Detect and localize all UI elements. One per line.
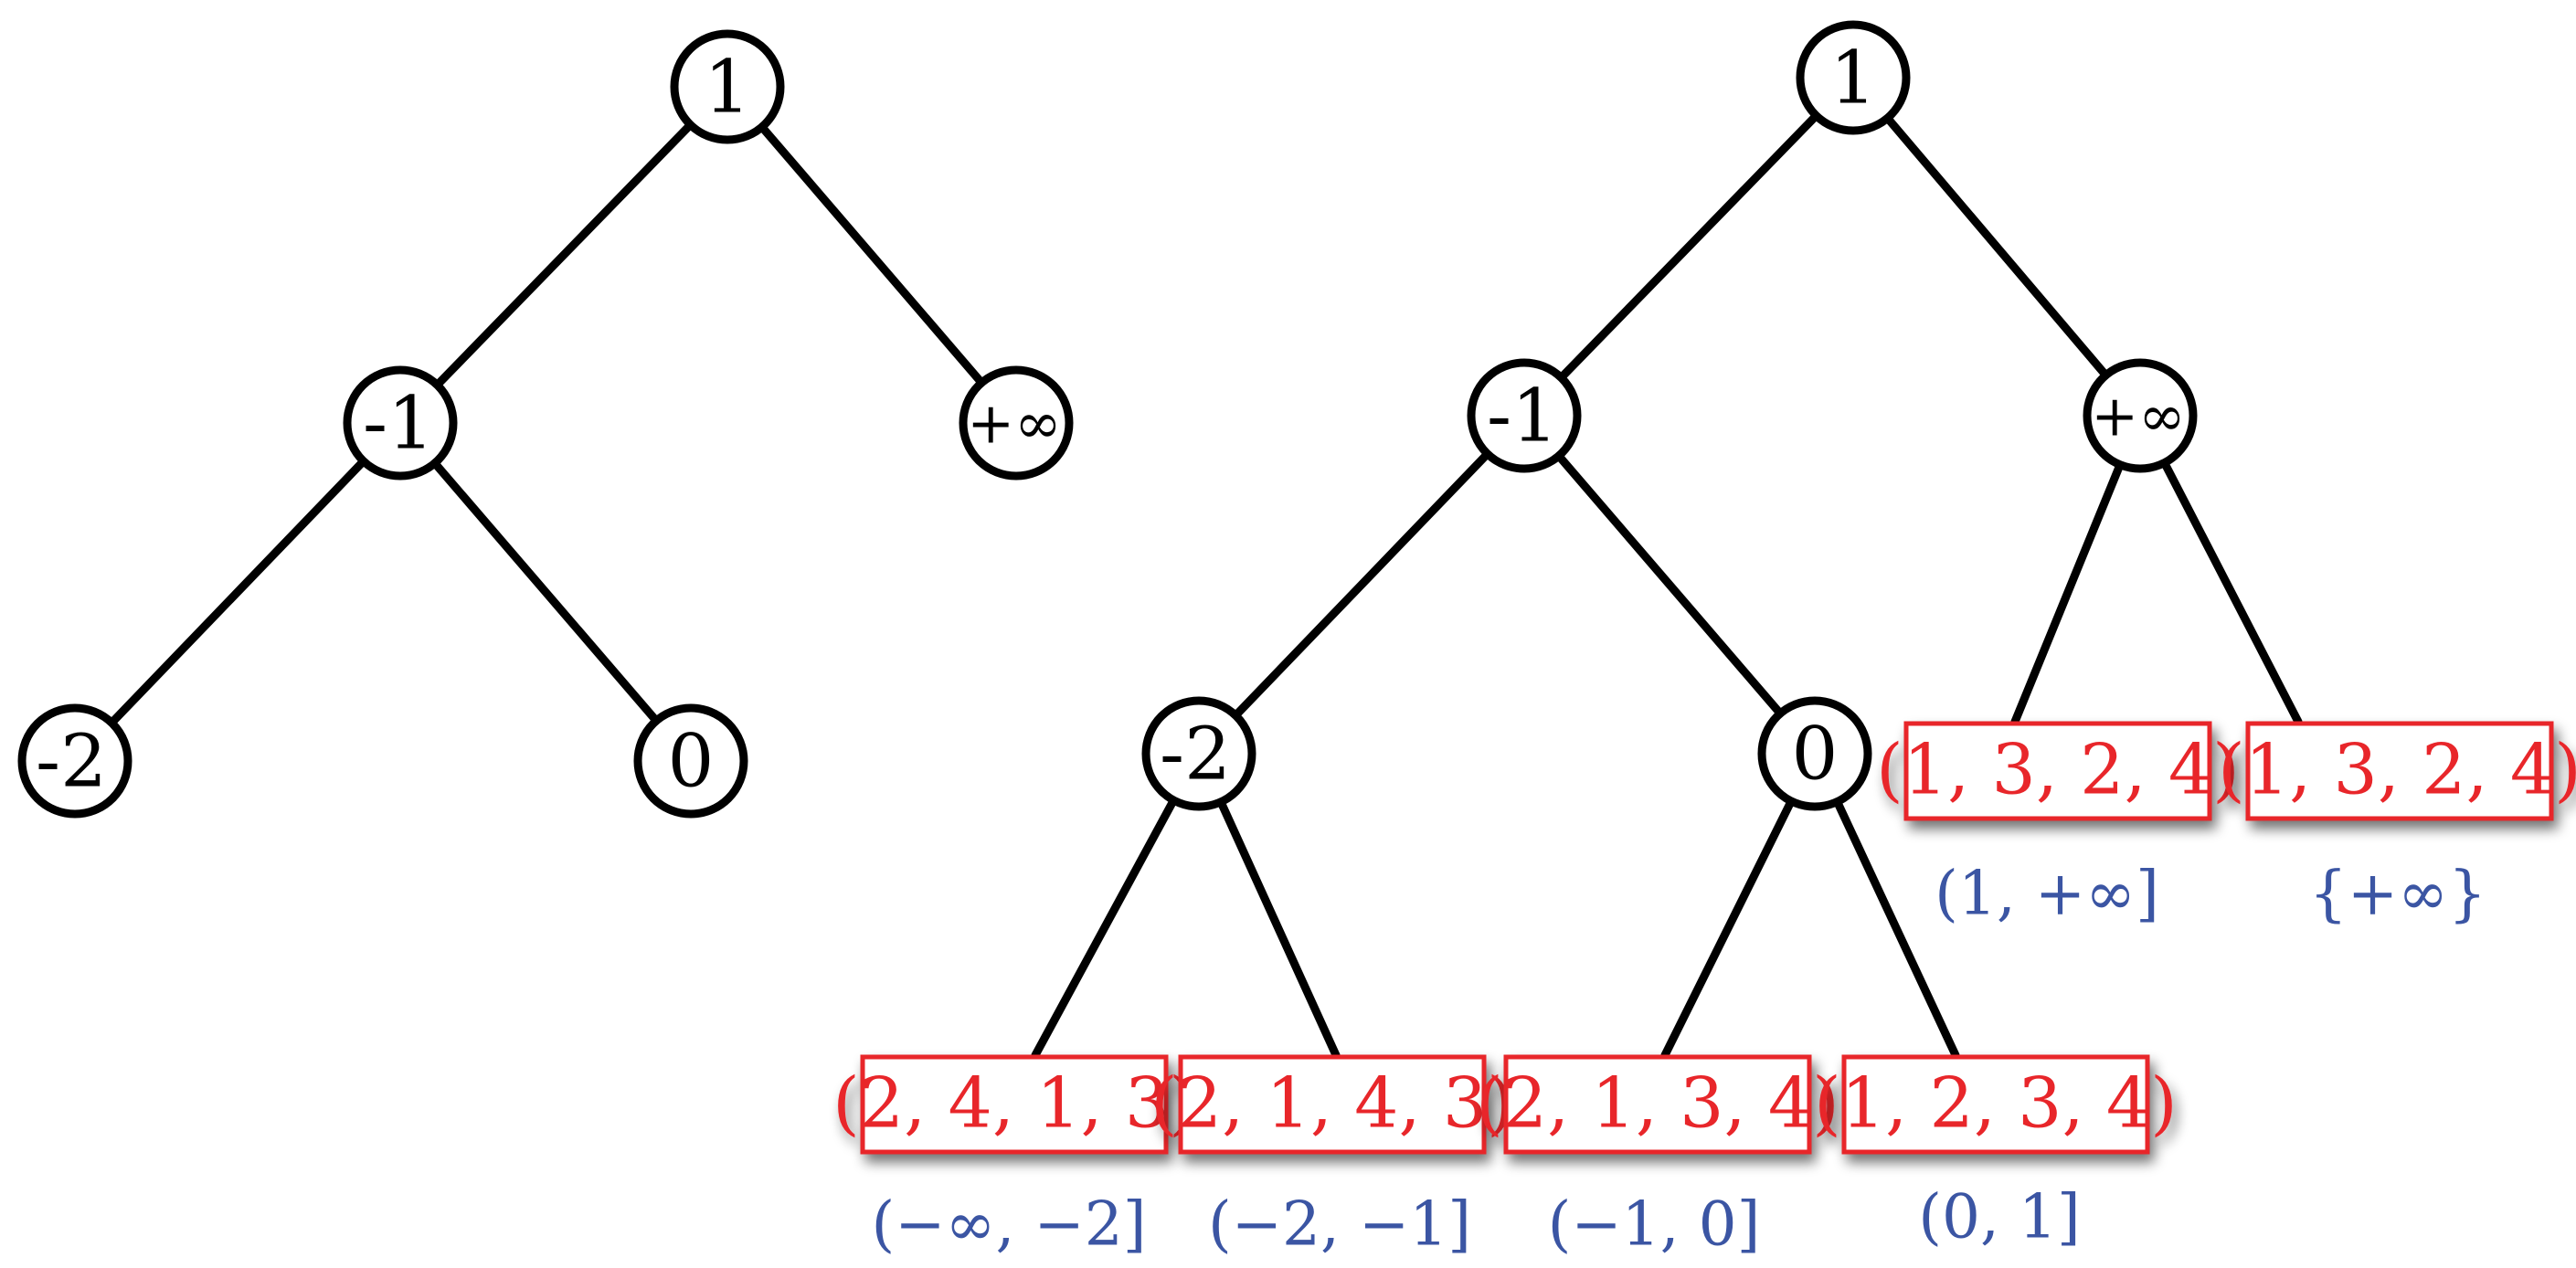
left-tree-node-root: 1 <box>670 29 785 144</box>
edge <box>2136 411 2303 726</box>
edge <box>396 418 695 766</box>
leaf-box: (1, 3, 2, 4) <box>1876 721 2240 821</box>
leaf-box-frame <box>860 1054 1169 1155</box>
node-label: 0 <box>668 719 715 804</box>
node-label: 0 <box>1792 712 1839 797</box>
node-label: 1 <box>1830 36 1877 121</box>
node-label: -2 <box>36 719 107 804</box>
leaf-permutation: (1, 2, 3, 4) <box>1814 1062 2178 1144</box>
left-tree: 1 -1 +∞ -2 0 <box>17 29 1074 819</box>
node-label: +∞ <box>967 390 1062 457</box>
left-tree-node-left-right: 0 <box>633 703 748 819</box>
edge <box>1520 73 1858 420</box>
edge <box>70 418 405 766</box>
leaf-permutation: (1, 3, 2, 4) <box>2218 729 2576 810</box>
leaf-box-frame <box>1178 1054 1487 1155</box>
interval-label: (0, 1] <box>1918 1182 2080 1252</box>
interval-label: (−∞, −2] <box>871 1189 1146 1260</box>
node-label: +∞ <box>2091 383 2186 449</box>
right-tree-node-left-left: -2 <box>1141 696 1256 811</box>
leaf-box-frame <box>1841 1054 2150 1155</box>
left-tree-node-left-left: -2 <box>17 703 133 819</box>
node-label: -1 <box>363 381 434 466</box>
node-label: 1 <box>705 45 751 130</box>
node-circle <box>633 703 748 819</box>
node-circle <box>2083 358 2198 473</box>
node-circle <box>670 29 785 144</box>
interval-labels: (−∞, −2] (−2, −1] (−1, 0] (0, 1] (1, +∞]… <box>871 859 2486 1260</box>
leaf-box: (1, 2, 3, 4) <box>1814 1054 2178 1155</box>
node-label: -1 <box>1487 374 1558 459</box>
interval-label: {+∞} <box>2309 859 2486 929</box>
leaf-box: (2, 4, 1, 3) <box>832 1054 1196 1155</box>
edge <box>723 82 1021 428</box>
leaf-permutation: (2, 4, 1, 3) <box>832 1062 1196 1144</box>
node-circle <box>1796 20 1911 135</box>
edge <box>1520 411 1819 758</box>
left-tree-edges <box>70 82 1021 766</box>
node-circle <box>1141 696 1256 811</box>
left-tree-node-left: -1 <box>343 365 458 481</box>
right-tree-node-left-right: 0 <box>1757 696 1872 811</box>
leaf-box-frame <box>1903 721 2212 821</box>
leaf-boxes: (2, 4, 1, 3) (2, 1, 4, 3) (2, 1, 3, 4) (… <box>832 721 2576 1155</box>
left-tree-node-right: +∞ <box>959 365 1074 481</box>
leaf-permutation: (1, 3, 2, 4) <box>1876 729 2240 810</box>
right-tree-node-right: +∞ <box>2083 358 2198 473</box>
leaf-box-frame <box>2245 721 2554 821</box>
node-circle <box>17 703 133 819</box>
right-tree-node-root: 1 <box>1796 20 1911 135</box>
leaf-box-frame <box>1503 1054 1812 1155</box>
interval-label: (−1, 0] <box>1548 1189 1761 1260</box>
leaf-box: (2, 1, 4, 3) <box>1150 1054 1514 1155</box>
node-circle <box>343 365 458 481</box>
edge <box>1031 749 1203 1060</box>
edge <box>396 82 732 428</box>
right-tree: 1 -1 +∞ -2 0 (2, 4, 1, 3) (2, 1, 4, 3 <box>832 20 2576 1260</box>
leaf-permutation: (2, 1, 4, 3) <box>1150 1062 1514 1144</box>
node-circle <box>959 365 1074 481</box>
node-circle <box>1757 696 1872 811</box>
leaf-permutation: (2, 1, 3, 4) <box>1476 1062 1839 1144</box>
edge <box>1849 73 2145 420</box>
edge <box>1194 411 1529 758</box>
interval-label: (−2, −1] <box>1208 1189 1471 1260</box>
leaf-box: (1, 3, 2, 4) <box>2218 721 2576 821</box>
right-tree-node-left: -1 <box>1467 358 1582 473</box>
node-circle <box>1467 358 1582 473</box>
node-label: -2 <box>1160 712 1231 797</box>
leaf-box: (2, 1, 3, 4) <box>1476 1054 1839 1155</box>
interval-label: (1, +∞] <box>1935 859 2159 929</box>
